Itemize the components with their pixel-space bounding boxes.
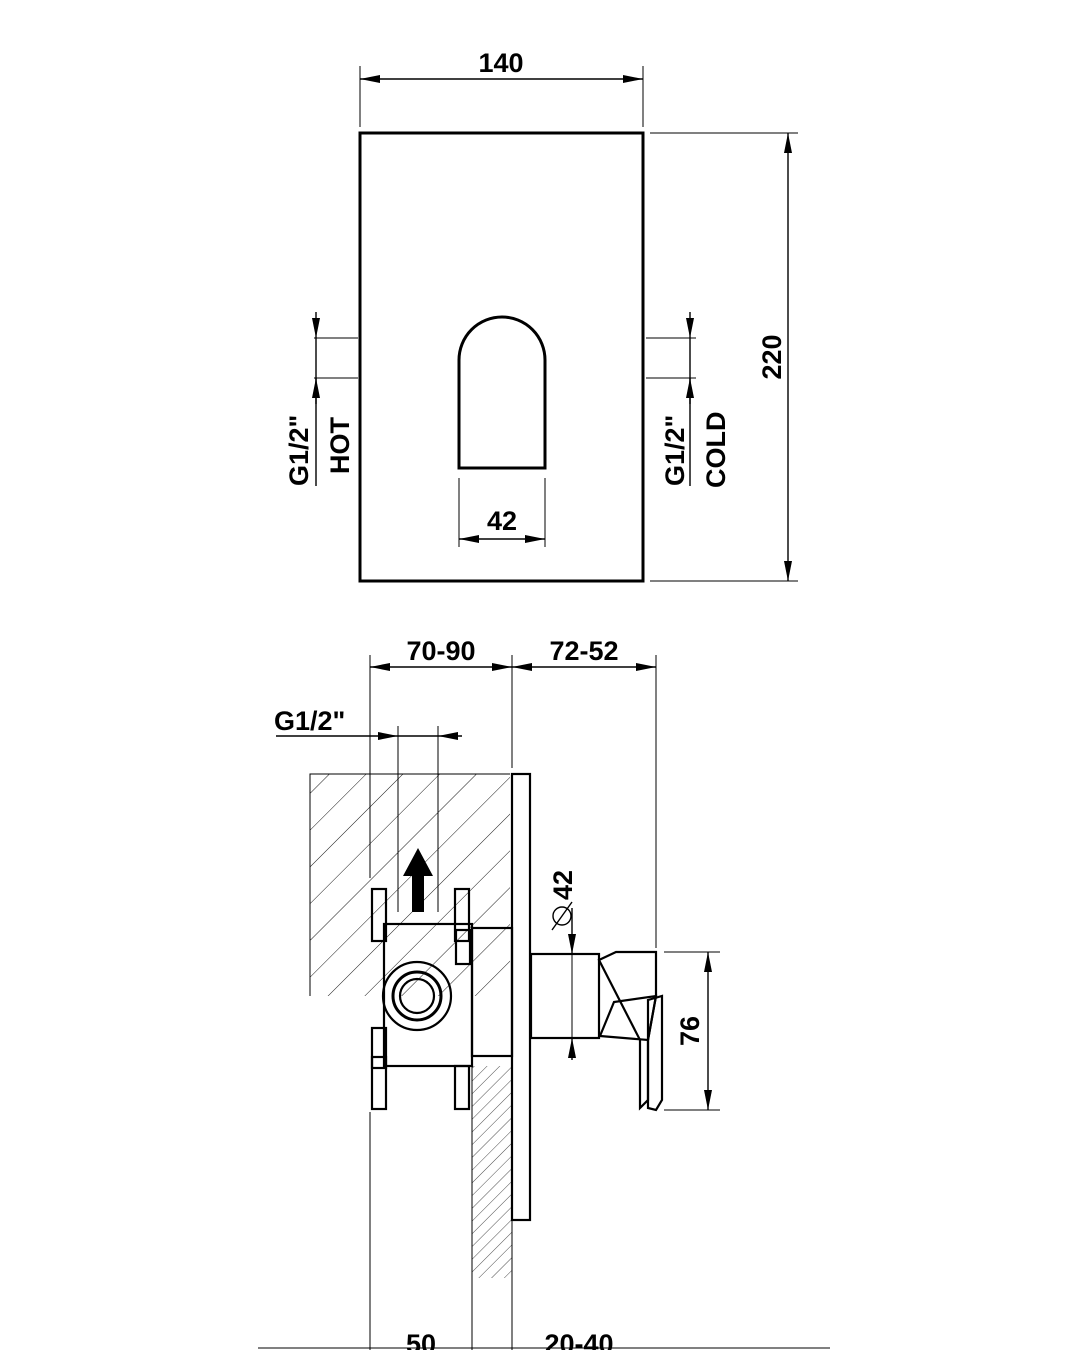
wall-section-lower [472,1066,512,1278]
flange-top-right [453,887,471,943]
wall-range-value: 20-40 [544,1329,613,1350]
cover-plate [358,131,645,583]
cold-thread-label: G1/2" [660,415,690,486]
flange-top-left [370,887,388,943]
valve-extension [470,926,514,1058]
projection-range-value: 72-52 [549,636,618,666]
side-view: 70-90 72-52 G1/2" 42 76 [258,636,830,1350]
cold-label: COLD [701,412,731,489]
depth-range-value: 70-90 [406,636,475,666]
opening-width-value: 42 [487,506,517,536]
flange-bottom-right [453,1064,471,1111]
handle-opening [457,315,547,470]
width-dimension: 140 [359,48,644,127]
opening-width-dimension: 42 [458,478,546,547]
inlet-fitting-inner [398,977,436,1015]
flange-bottom-left [370,1055,388,1111]
handle-height-dimension: 76 [664,951,720,1111]
cover-plate-side [510,772,532,1222]
nut-right [454,928,472,966]
spindle-diameter-dimension: 42 [548,870,578,1060]
wall-section-upper [310,774,510,996]
body-depth-value: 50 [406,1329,436,1350]
inlet-fitting-outer [381,960,453,1032]
depth-dimension: 70-90 72-52 [369,636,657,948]
hot-label: HOT [325,417,355,475]
inlet-thread-value: G1/2" [274,706,345,736]
nut-left [370,1026,388,1070]
hot-thread-label: G1/2" [284,415,314,486]
handle-height-value: 76 [675,1016,705,1046]
height-value: 220 [757,334,787,379]
bottom-dimensions: 50 20-40 [369,1112,614,1350]
front-view: 140 220 42 G1/2" HOT [284,48,798,583]
hot-inlet-marker: G1/2" HOT [284,312,358,486]
spindle-diameter-value: 42 [548,870,578,900]
diameter-symbol [552,906,572,926]
cold-inlet-marker: G1/2" COLD [646,312,731,488]
width-value: 140 [478,48,523,78]
flow-direction-arrow [403,848,433,912]
inlet-fitting-mid [391,970,443,1022]
inlet-thread-dimension: G1/2" [274,706,462,912]
spindle [529,952,601,1040]
height-dimension: 220 [650,132,798,582]
